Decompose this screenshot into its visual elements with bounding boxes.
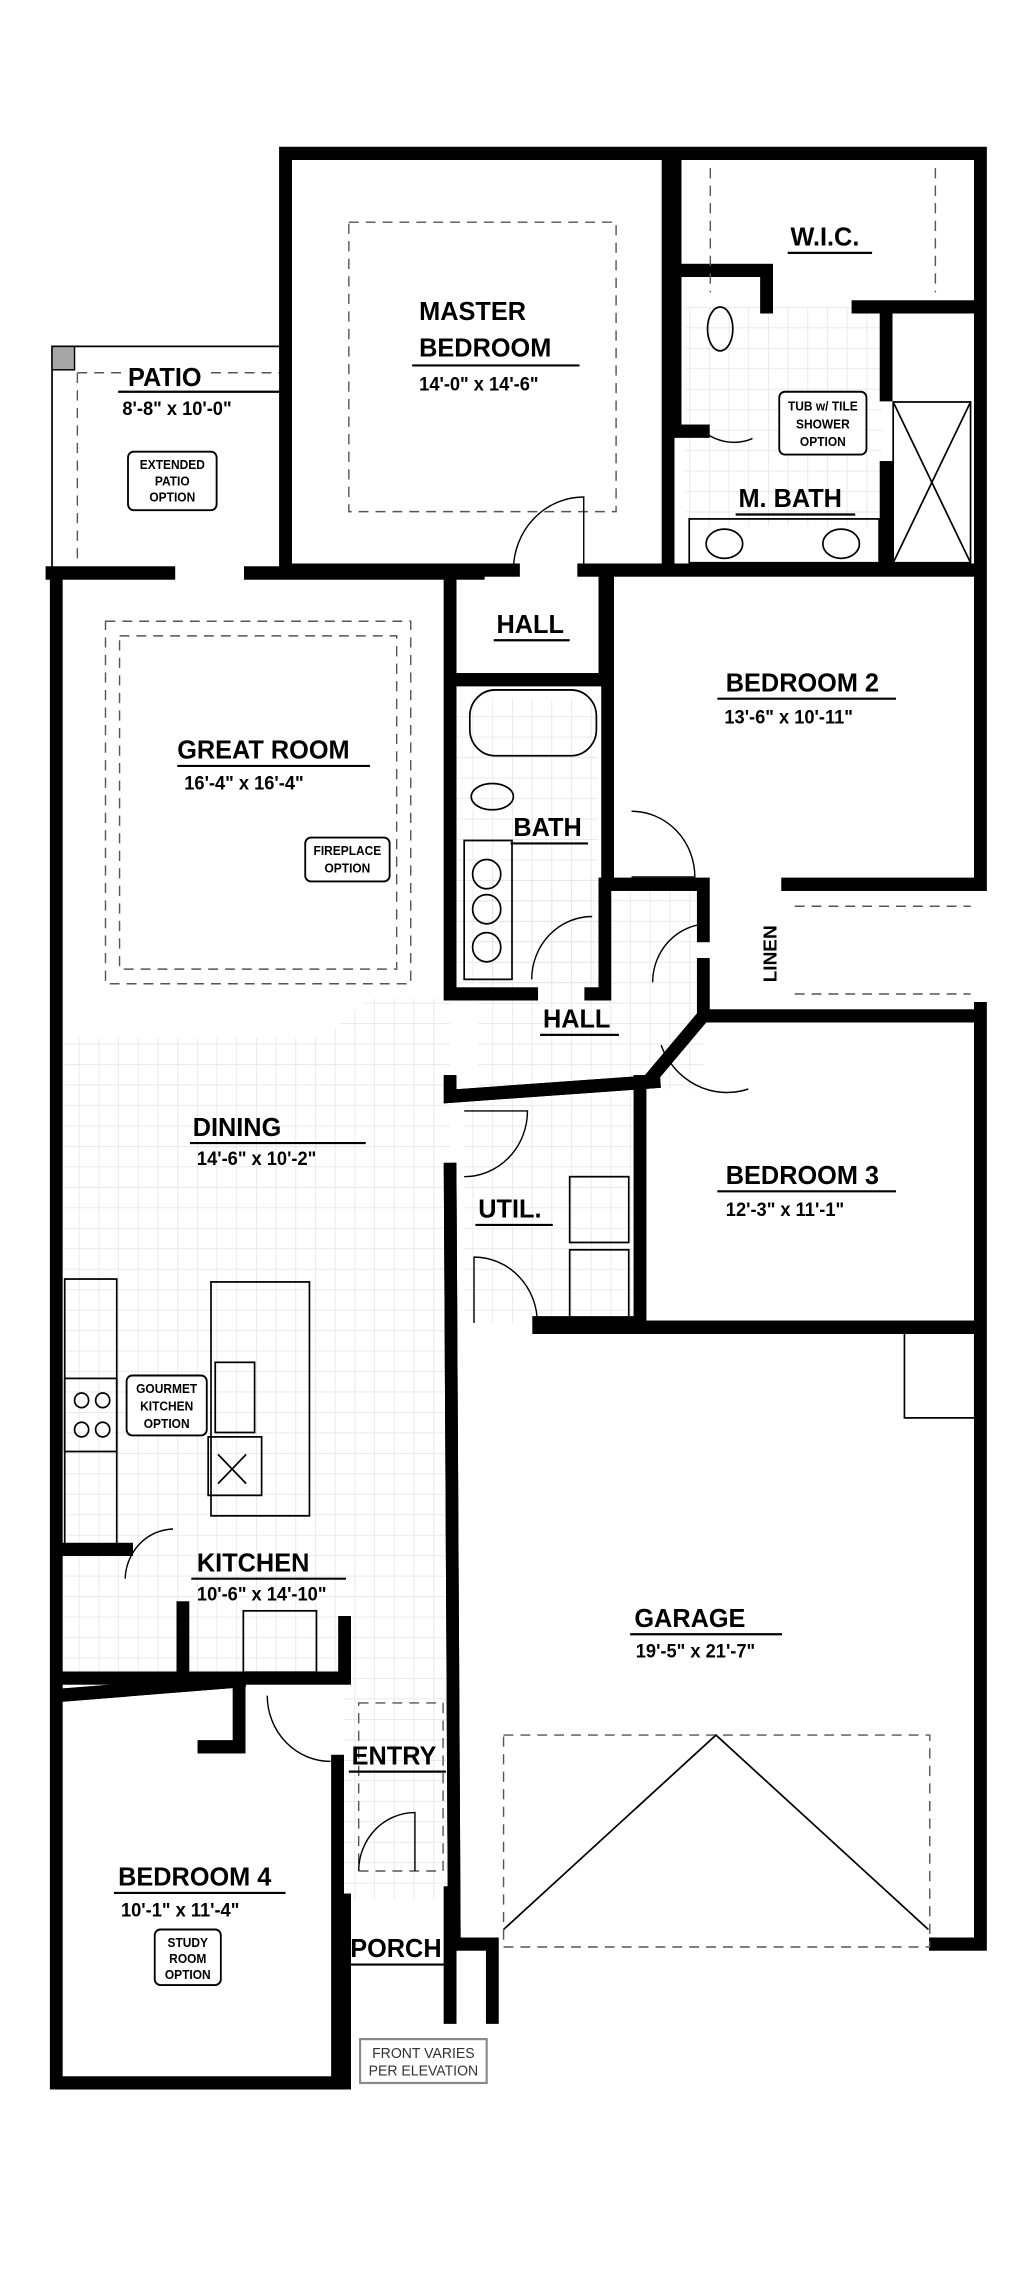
- toilet: [470, 782, 515, 811]
- svg-text:12'-3" x 11'-1": 12'-3" x 11'-1": [726, 1199, 844, 1220]
- room-entry: ENTRY: [348, 1742, 446, 1773]
- option-fireplace: FIREPLACE OPTION: [304, 836, 391, 883]
- option-tub-shower: TUB w/ TILE SHOWER OPTION: [778, 390, 868, 456]
- dryer: [568, 1248, 630, 1321]
- ceiling-outlines: [104, 168, 971, 1948]
- svg-text:OPTION: OPTION: [800, 435, 846, 449]
- note-front-varies: FRONT VARIES PER ELEVATION: [359, 2038, 488, 2085]
- room-master-bedroom: MASTER BEDROOM 14'-0" x 14'-6": [412, 298, 580, 394]
- svg-text:BEDROOM 4: BEDROOM 4: [118, 1863, 272, 1892]
- water-heater: [903, 1332, 976, 1419]
- svg-text:STUDY: STUDY: [168, 1936, 209, 1950]
- svg-text:13'-6" x 10'-11": 13'-6" x 10'-11": [724, 706, 853, 727]
- svg-text:PORCH: PORCH: [350, 1935, 441, 1964]
- washer: [568, 1175, 630, 1244]
- svg-text:8'-8" x 10'-0": 8'-8" x 10'-0": [122, 398, 231, 419]
- svg-text:14'-0" x 14'-6": 14'-0" x 14'-6": [419, 373, 538, 394]
- room-great-room: GREAT ROOM 16'-4" x 16'-4": [177, 736, 370, 793]
- stove: [63, 1377, 118, 1453]
- svg-text:SHOWER: SHOWER: [796, 417, 850, 431]
- refrigerator: [242, 1609, 318, 1674]
- svg-text:HALL: HALL: [497, 611, 564, 640]
- dishwasher: [207, 1436, 263, 1497]
- room-bedroom-4: BEDROOM 4 10'-1" x 11'-4": [113, 1863, 286, 1920]
- svg-text:GREAT ROOM: GREAT ROOM: [177, 736, 349, 765]
- svg-text:10'-1" x 11'-4": 10'-1" x 11'-4": [121, 1899, 239, 1920]
- room-bath: BATH: [510, 814, 588, 845]
- fixtures: [63, 306, 976, 1674]
- room-patio: PATIO 8'-8" x 10'-0": [118, 363, 282, 419]
- room-garage: GARAGE 19'-5" x 21'-7": [630, 1604, 783, 1662]
- svg-text:TUB w/ TILE: TUB w/ TILE: [788, 400, 858, 414]
- svg-text:ROOM: ROOM: [169, 1952, 206, 1966]
- shower: [892, 401, 972, 564]
- svg-text:EXTENDED: EXTENDED: [140, 458, 205, 472]
- doors: [124, 430, 753, 1872]
- patio-outline: [51, 345, 286, 571]
- kitchen-island: [210, 1281, 311, 1517]
- svg-text:M. BATH: M. BATH: [738, 485, 842, 514]
- svg-text:KITCHEN: KITCHEN: [197, 1549, 309, 1578]
- svg-text:LINEN: LINEN: [760, 925, 781, 982]
- svg-text:PER ELEVATION: PER ELEVATION: [369, 2063, 479, 2079]
- room-hall-upper: HALL: [493, 611, 570, 642]
- room-wic: W.I.C.: [787, 223, 873, 254]
- svg-text:UTIL.: UTIL.: [478, 1195, 541, 1224]
- option-extended-patio: EXTENDED PATIO OPTION: [127, 450, 218, 512]
- svg-text:GARAGE: GARAGE: [634, 1604, 745, 1633]
- svg-text:W.I.C.: W.I.C.: [791, 223, 860, 252]
- room-linen: LINEN: [760, 925, 781, 982]
- room-labels: PATIO 8'-8" x 10'-0" MASTER BEDROOM 14'-0" …: [113, 223, 897, 1966]
- svg-text:KITCHEN: KITCHEN: [140, 1399, 193, 1413]
- room-utility: UTIL.: [475, 1195, 553, 1227]
- svg-text:OPTION: OPTION: [325, 861, 371, 875]
- option-study-room: STUDY ROOM OPTION: [153, 1928, 222, 1986]
- svg-text:PATIO: PATIO: [128, 363, 202, 392]
- sink: [214, 1361, 256, 1434]
- svg-text:MASTER: MASTER: [419, 298, 526, 327]
- svg-text:OPTION: OPTION: [144, 1417, 190, 1431]
- svg-text:PATIO: PATIO: [155, 474, 190, 488]
- svg-text:10'-6" x 14'-10": 10'-6" x 14'-10": [197, 1583, 327, 1604]
- svg-text:DINING: DINING: [193, 1113, 282, 1142]
- svg-text:BEDROOM 3: BEDROOM 3: [726, 1162, 879, 1191]
- svg-text:BATH: BATH: [513, 814, 581, 843]
- room-hall-lower: HALL: [540, 1005, 619, 1037]
- svg-text:GOURMET: GOURMET: [136, 1382, 198, 1396]
- svg-text:OPTION: OPTION: [149, 490, 195, 504]
- svg-text:19'-5" x 21'-7": 19'-5" x 21'-7": [636, 1640, 755, 1661]
- vanity: [463, 839, 513, 981]
- svg-text:HALL: HALL: [543, 1005, 610, 1034]
- room-kitchen: KITCHEN 10'-6" x 14'-10": [191, 1549, 347, 1605]
- svg-text:FIREPLACE: FIREPLACE: [314, 844, 382, 858]
- room-master-bath: M. BATH: [735, 485, 856, 516]
- room-bedroom-2: BEDROOM 2 13'-6" x 10'-11": [717, 669, 897, 728]
- room-porch: PORCH: [347, 1935, 453, 1966]
- option-gourmet-kitchen: GOURMET KITCHEN OPTION: [125, 1374, 208, 1437]
- vanity: [688, 518, 880, 564]
- bathtub: [468, 689, 598, 757]
- svg-text:BEDROOM 2: BEDROOM 2: [726, 669, 879, 698]
- room-dining: DINING 14'-6" x 10'-2": [189, 1113, 366, 1169]
- room-bedroom-3: BEDROOM 3 12'-3" x 11'-1": [717, 1162, 897, 1220]
- svg-text:ENTRY: ENTRY: [352, 1742, 437, 1771]
- svg-text:FRONT VARIES: FRONT VARIES: [372, 2046, 475, 2062]
- svg-text:BEDROOM: BEDROOM: [419, 334, 551, 363]
- svg-text:14'-6" x 10'-2": 14'-6" x 10'-2": [197, 1148, 316, 1169]
- toilet: [706, 306, 734, 352]
- svg-text:16'-4" x 16'-4": 16'-4" x 16'-4": [184, 772, 303, 793]
- svg-text:OPTION: OPTION: [165, 1968, 211, 1982]
